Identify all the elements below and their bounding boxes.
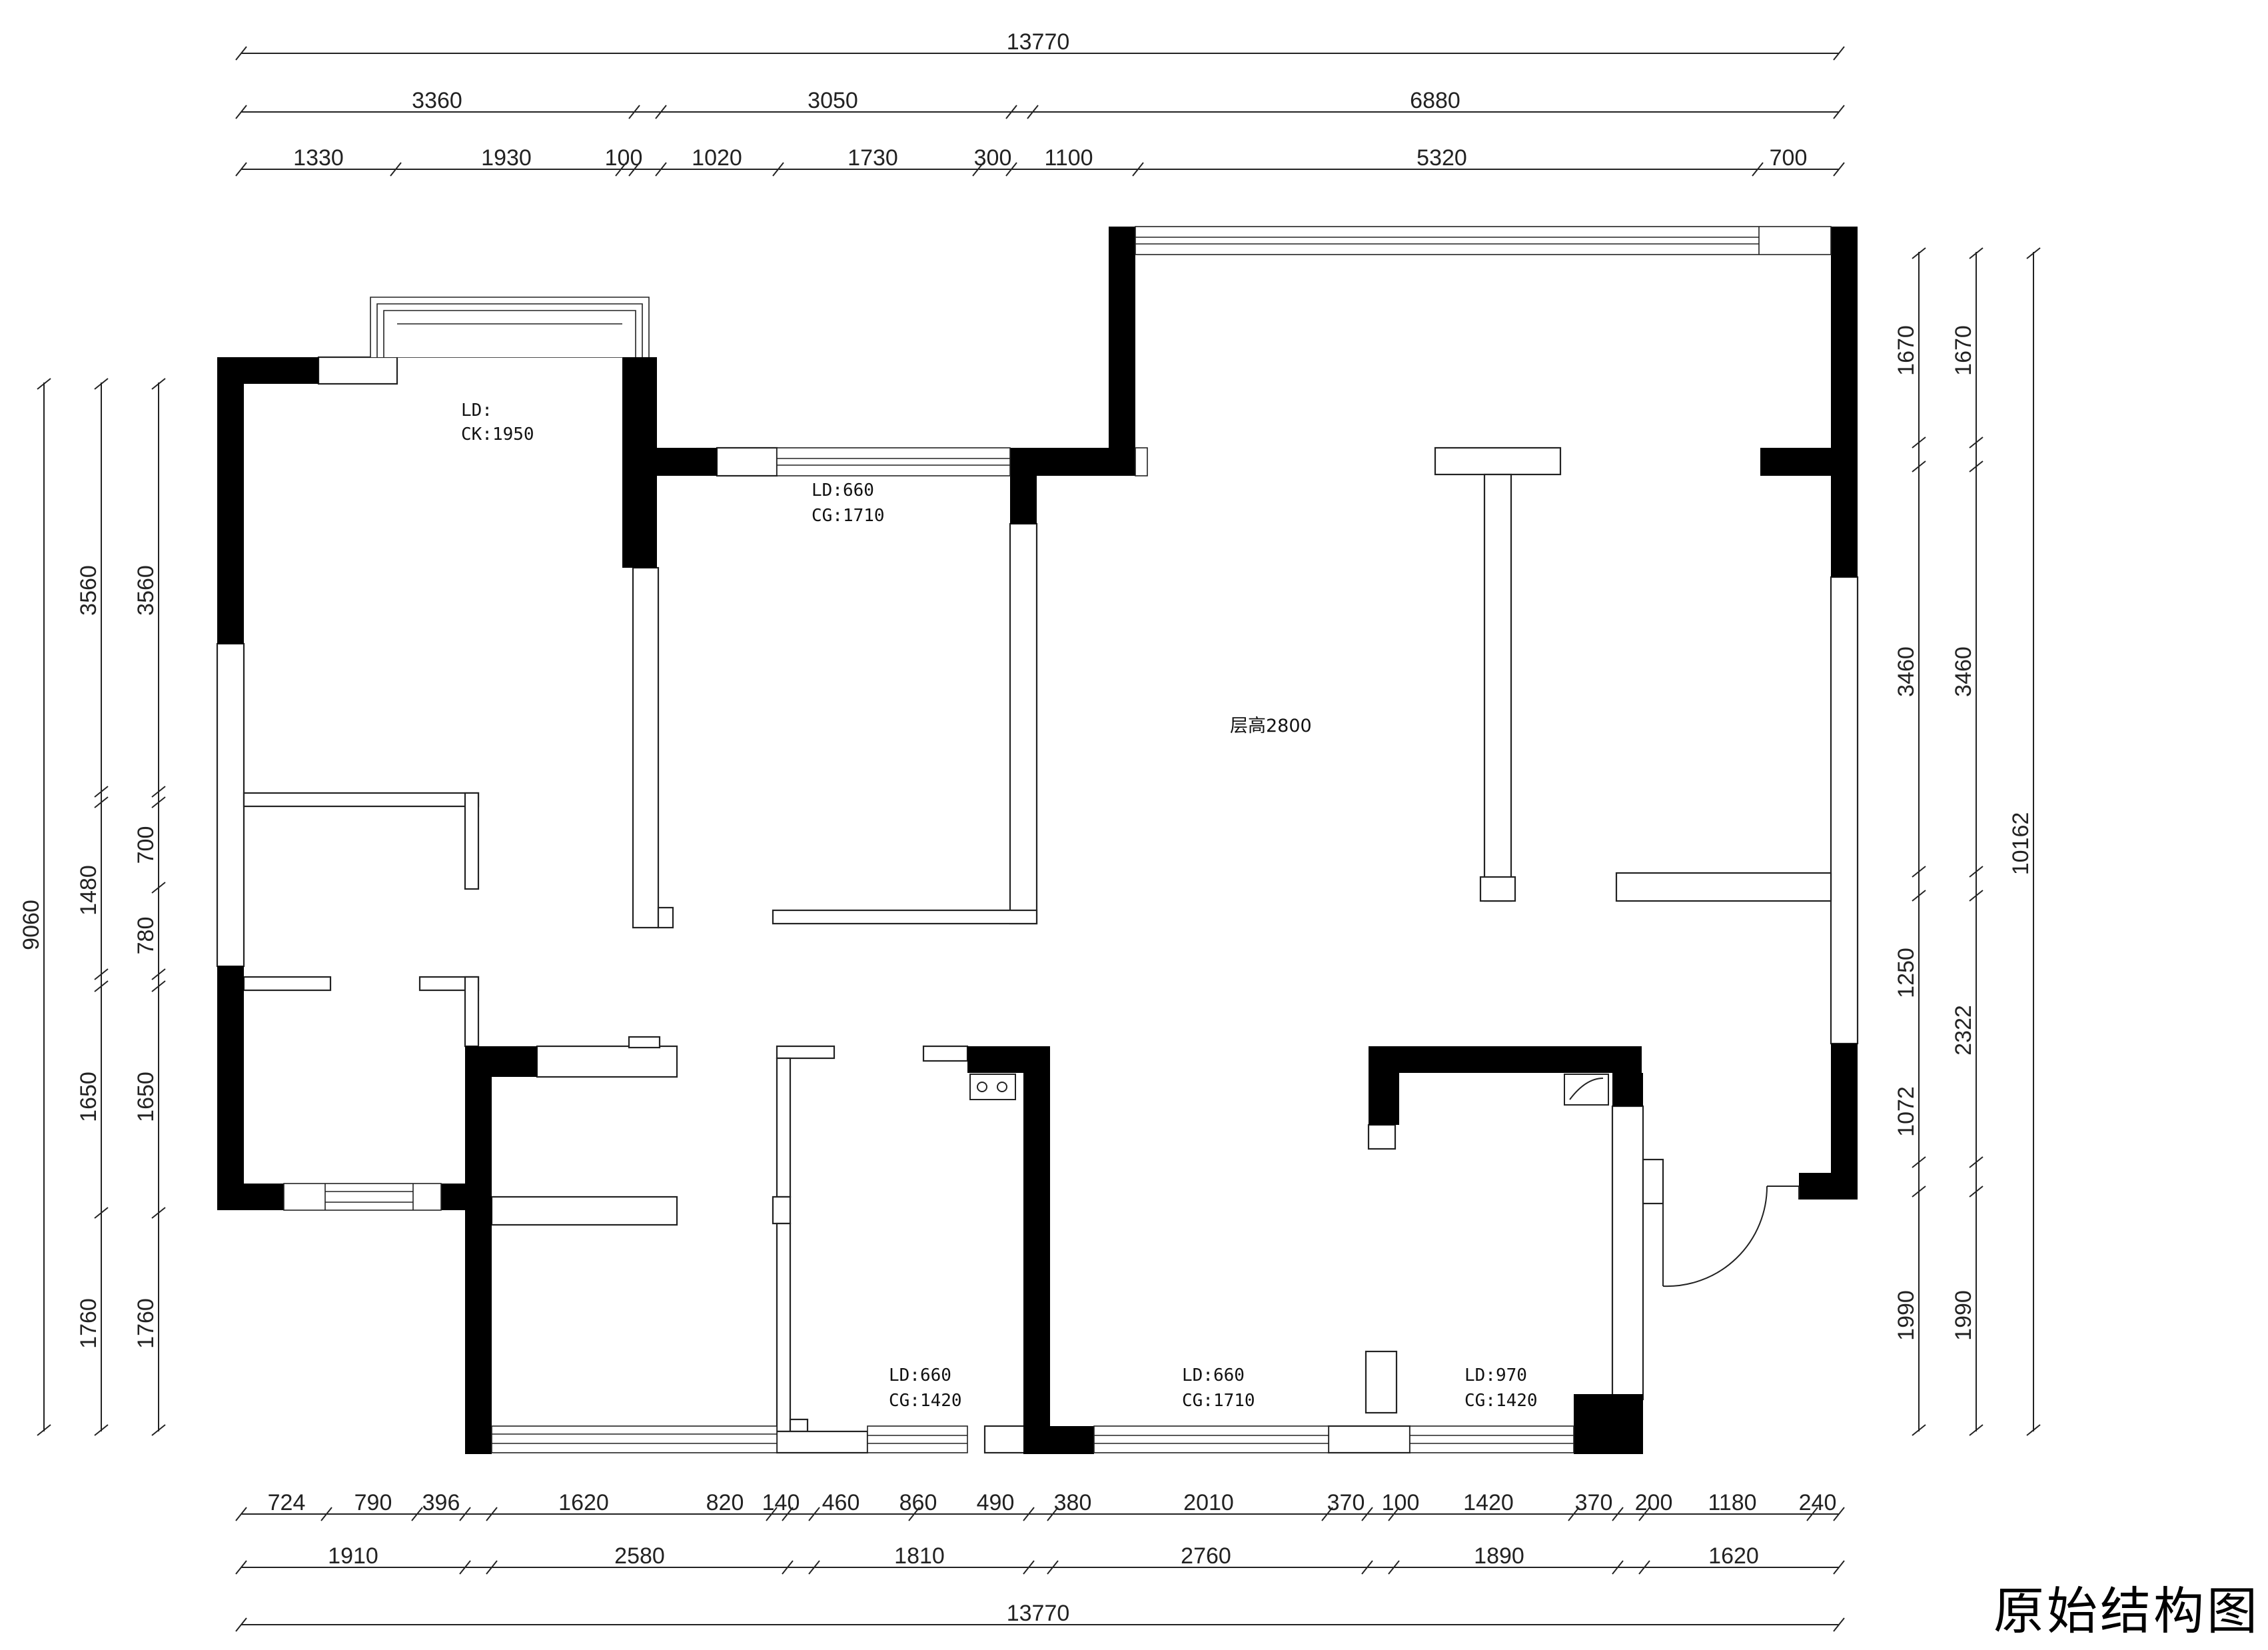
dim-bottom-detail-6: 140 [762,1490,800,1515]
partition-walls [216,356,1859,1454]
dim-left-detail-3: 780 [133,917,159,955]
dim-left-total: 9060 [19,900,44,950]
dim-bottom-detail-11: 2010 [1183,1490,1234,1515]
dim-right-detail-2: 3460 [1894,646,1919,697]
dim-top-total: 13770 [1007,29,1070,55]
dim-left-detail-2: 700 [133,826,159,864]
dim-right-detail-3: 1250 [1894,948,1919,998]
dim-bottom-detail-14: 1420 [1463,1490,1514,1515]
dimension-lines [43,53,2034,1625]
opening-bottom-3-cg: CG:1420 [1464,1391,1538,1411]
dim-bottom-detail-4: 1620 [558,1490,609,1515]
dim-left-mid-2: 1480 [76,865,101,916]
dim-top-detail-4: 1020 [692,145,742,171]
dim-bottom-detail-16: 200 [1635,1490,1673,1515]
opening-labels: LD: CK:1950 LD:660 CG:1710 LD:660 CG:142… [461,401,1538,1411]
drawing-title: 原始结构图 [1993,1581,2260,1641]
dim-bottom-detail-5: 820 [706,1490,744,1515]
dim-left-detail-1: 3560 [133,565,159,616]
dim-bottom-detail-7: 460 [822,1490,860,1515]
dim-top-mid-3: 6880 [1410,88,1460,113]
ceiling-height-label: 层高2800 [1230,716,1312,736]
dim-bottom-detail-15: 370 [1575,1490,1613,1515]
dim-bottom-detail-9: 490 [977,1490,1015,1515]
dim-top-detail-7: 1100 [1044,145,1093,171]
dim-bottom-detail-8: 860 [899,1490,937,1515]
dim-top-detail-2: 1930 [481,145,532,171]
dimension-labels-right: 1670 3460 1250 1072 1990 1670 3460 2322 … [1894,325,2033,1341]
dim-bottom-mid-6: 1620 [1708,1543,1759,1569]
dim-right-total: 10162 [2008,812,2033,876]
dimension-labels-top: 13770 3360 3050 6880 1330 1930 100 1020 … [293,29,1807,171]
dim-top-mid-1: 3360 [412,88,462,113]
dim-left-detail-5: 1760 [133,1298,159,1349]
dim-right-mid-4: 1990 [1951,1290,1976,1341]
windows [283,226,1832,1453]
opening-bottom-1-cg: CG:1420 [889,1391,962,1411]
dim-bottom-mid-5: 1890 [1474,1543,1524,1569]
opening-bottom-3-ld: LD:970 [1464,1365,1527,1385]
dim-right-mid-3: 2322 [1951,1005,1976,1056]
dim-top-detail-9: 700 [1770,145,1808,171]
dimension-labels-left: 9060 3560 1480 1650 1760 3560 700 780 16… [19,565,159,1349]
opening-top-left-ld: LD: [461,401,492,420]
structural-walls [217,227,1858,1454]
dim-bottom-detail-17: 1180 [1708,1490,1756,1515]
dim-bottom-mid-4: 2760 [1181,1543,1231,1569]
dim-right-mid-1: 1670 [1951,325,1976,376]
dim-right-mid-2: 3460 [1951,646,1976,697]
dim-top-detail-5: 1730 [848,145,898,171]
dim-bottom-detail-13: 100 [1382,1490,1420,1515]
dim-bottom-detail-3: 396 [422,1490,460,1515]
dim-right-detail-1: 1670 [1894,325,1919,376]
dimension-labels-bottom: 724 790 396 1620 820 140 460 860 490 380… [268,1490,1837,1626]
dim-right-detail-4: 1072 [1894,1086,1919,1137]
dim-left-detail-4: 1650 [133,1072,159,1122]
dim-bottom-detail-18: 240 [1799,1490,1837,1515]
opening-bottom-2-ld: LD:660 [1182,1365,1245,1385]
fixtures [969,1074,1609,1106]
dim-top-detail-8: 5320 [1417,145,1467,171]
dim-bottom-detail-2: 790 [354,1490,392,1515]
dim-top-detail-1: 1330 [293,145,344,171]
dim-top-detail-3: 100 [605,145,643,171]
opening-top-mid-ld: LD:660 [812,480,874,500]
dimension-ticks [37,46,2041,1632]
dim-bottom-mid-1: 1910 [328,1543,378,1569]
opening-bottom-1-ld: LD:660 [889,1365,951,1385]
dim-bottom-detail-1: 724 [268,1490,306,1515]
opening-top-mid-cg: CG:1710 [812,506,885,526]
dim-left-mid-3: 1650 [76,1072,101,1122]
dim-right-detail-5: 1990 [1894,1290,1919,1341]
dim-bottom-total: 13770 [1007,1601,1070,1626]
entrance-door [1662,1186,1800,1287]
dim-top-detail-6: 300 [974,145,1012,171]
opening-top-left-ck: CK:1950 [461,424,534,444]
dim-left-mid-4: 1760 [76,1298,101,1349]
dim-bottom-mid-3: 1810 [894,1543,945,1569]
dim-bottom-mid-2: 2580 [614,1543,665,1569]
dim-bottom-detail-12: 370 [1327,1490,1365,1515]
dim-top-mid-2: 3050 [808,88,858,113]
opening-bottom-2-cg: CG:1710 [1182,1391,1255,1411]
dim-bottom-detail-10: 380 [1054,1490,1092,1515]
dim-left-mid-1: 3560 [76,565,101,616]
